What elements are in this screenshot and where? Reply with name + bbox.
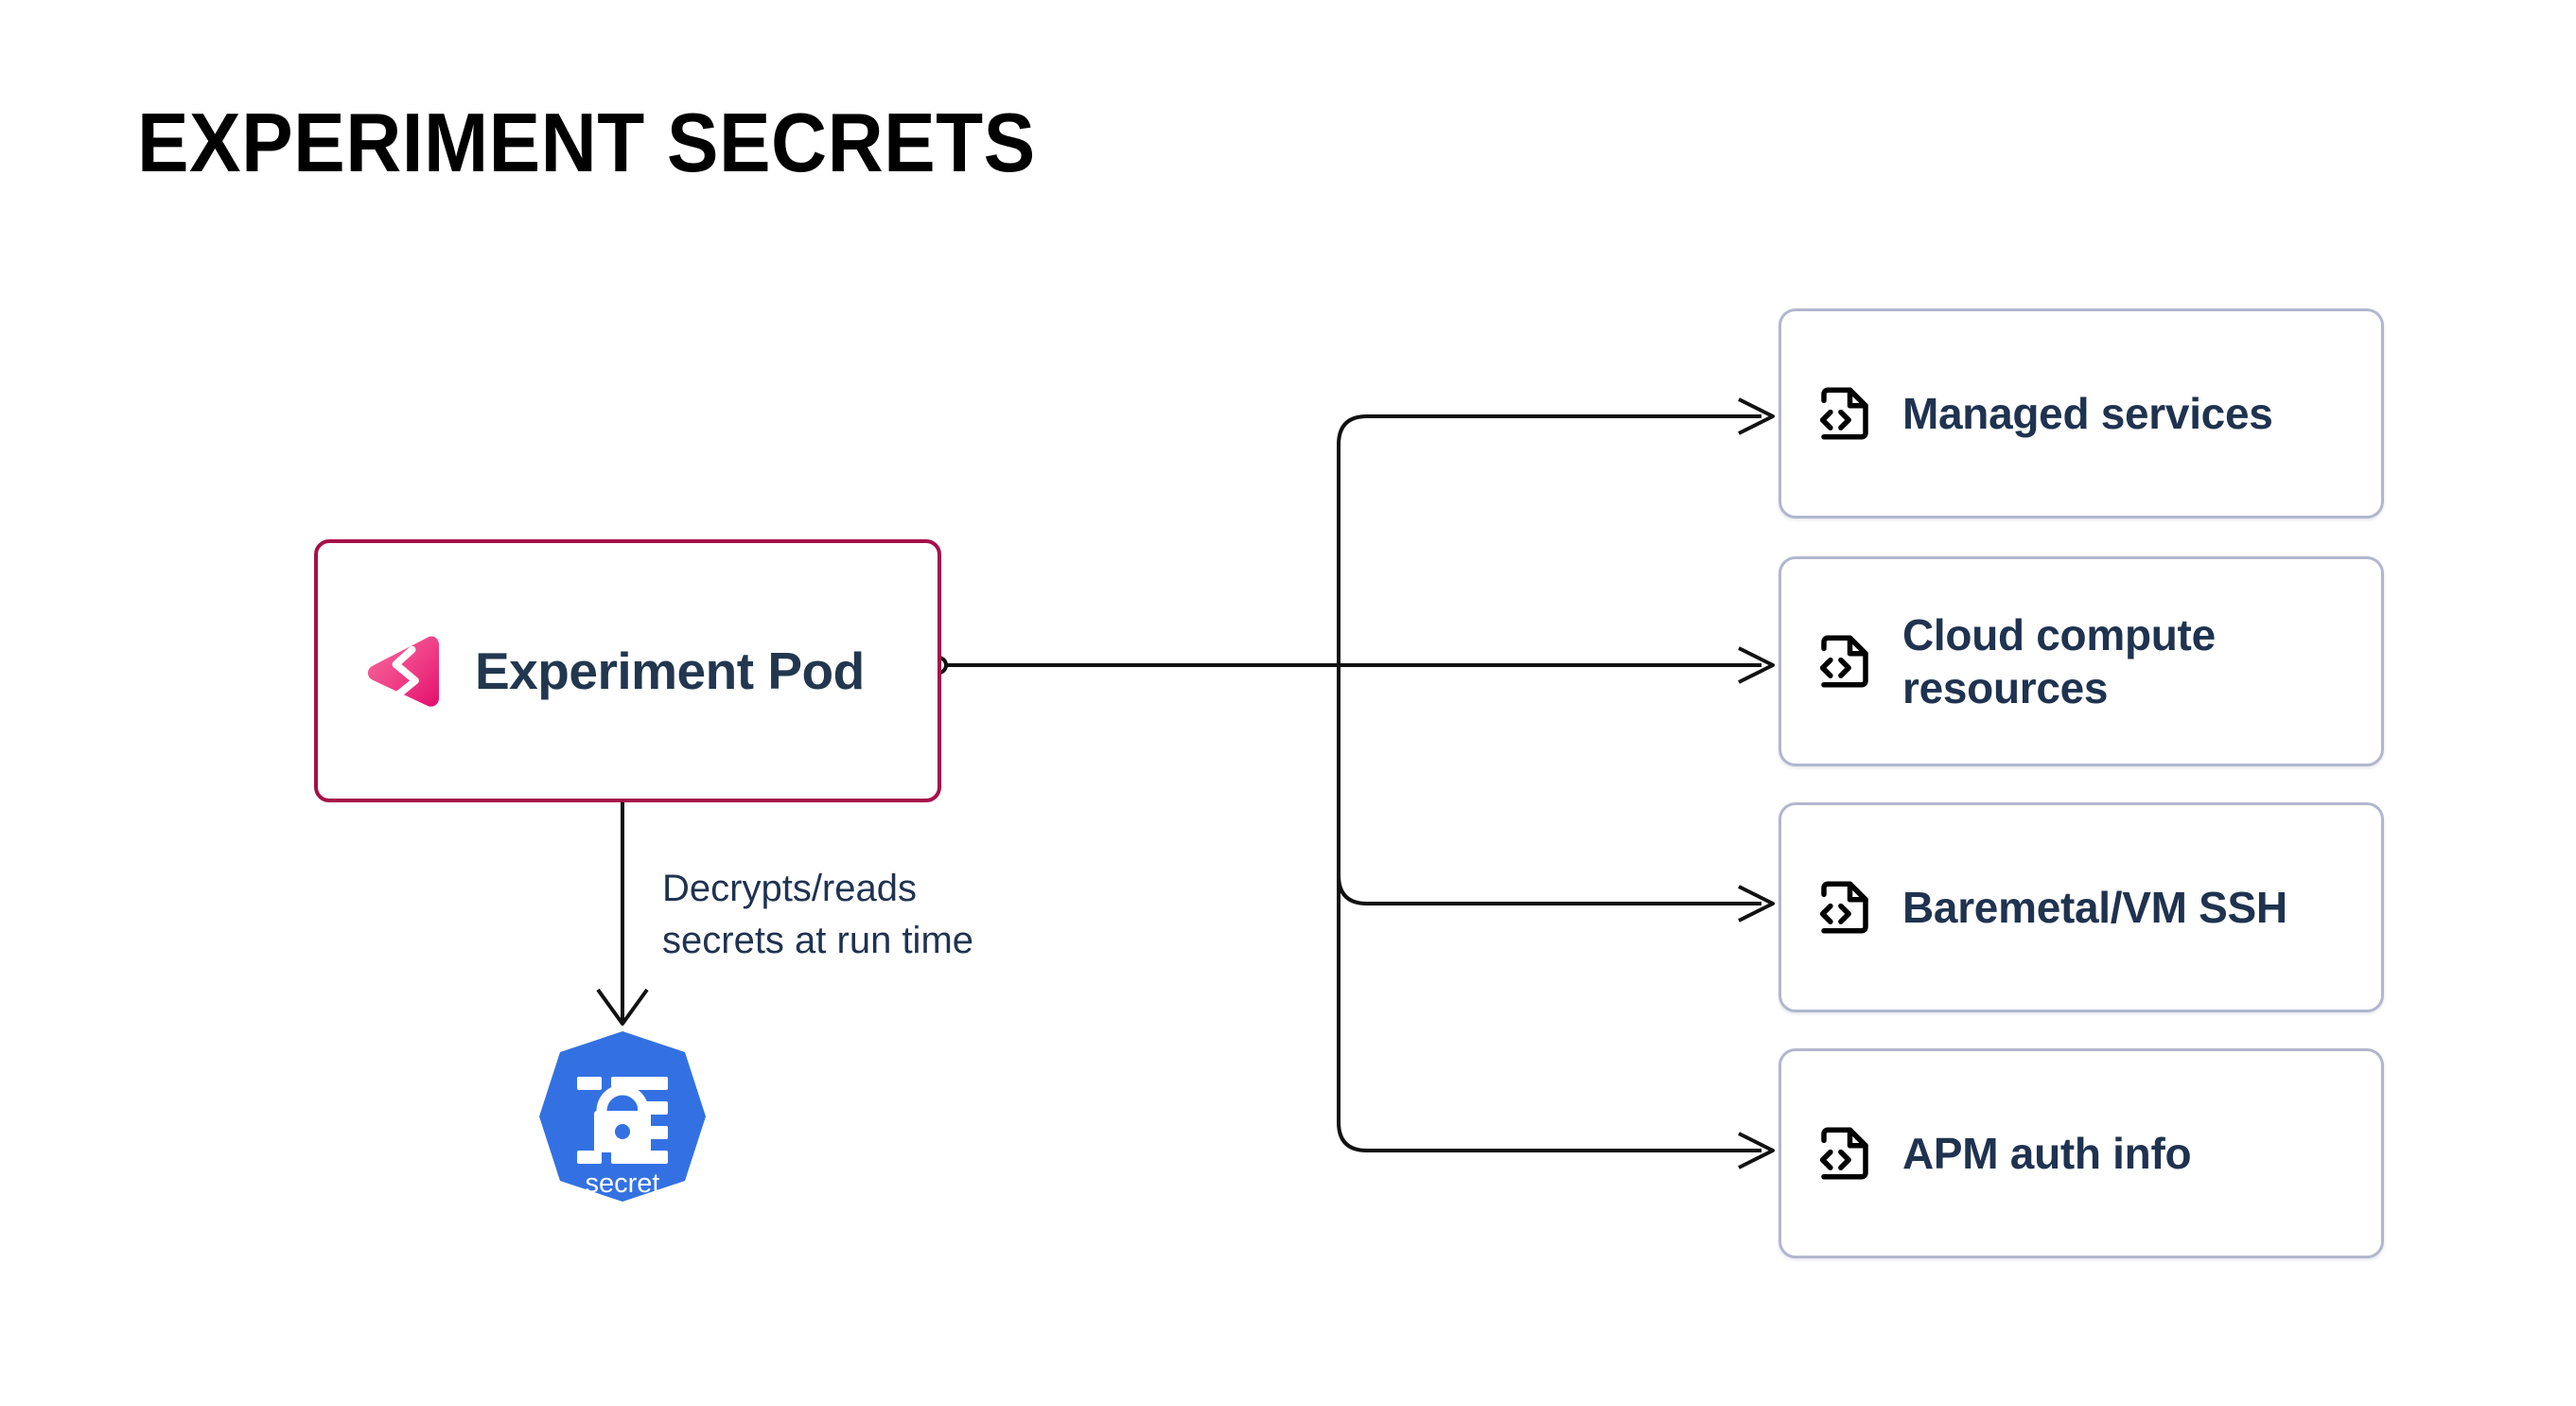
code-file-icon <box>1819 635 1868 688</box>
code-file-icon <box>1819 881 1868 934</box>
code-file-icon <box>1819 387 1868 440</box>
experiment-pod-node[interactable]: Experiment Pod <box>314 539 941 802</box>
target-card-cloud-compute-resources[interactable]: Cloud compute resources <box>1779 556 2384 766</box>
experiment-pod-label: Experiment Pod <box>475 641 865 700</box>
edge-branch-baremetal-ssh <box>1337 874 1761 905</box>
arrowhead-managed-services <box>1738 397 1775 435</box>
arrowhead-secret <box>596 988 649 1026</box>
edge-branch-managed-services <box>1337 414 1761 446</box>
decrypt-secrets-note: Decrypts/reads secrets at run time <box>662 868 974 962</box>
arrowhead-cloud-compute <box>1738 646 1775 684</box>
target-card-apm-auth-info[interactable]: APM auth info <box>1779 1048 2384 1258</box>
svg-text:secret: secret <box>586 1169 660 1199</box>
arrowhead-apm-auth <box>1738 1132 1775 1169</box>
target-card-label: Cloud compute resources <box>1902 609 2216 712</box>
target-card-managed-services[interactable]: Managed services <box>1779 308 2384 518</box>
edge-branch-apm-auth <box>1337 1121 1761 1152</box>
litmus-chaos-logo-icon <box>367 636 439 707</box>
code-file-icon <box>1819 1127 1868 1180</box>
target-card-label: Baremetal/VM SSH <box>1902 882 2287 932</box>
target-card-baremetal-vm-ssh[interactable]: Baremetal/VM SSH <box>1779 802 2384 1012</box>
target-card-label: APM auth info <box>1902 1128 2192 1178</box>
kubernetes-secret-icon: secret <box>539 1031 706 1202</box>
target-card-label: Managed services <box>1902 388 2273 438</box>
arrowhead-baremetal-ssh <box>1738 885 1775 923</box>
kubernetes-secret-node[interactable]: secret <box>535 1029 710 1230</box>
page-title: EXPERIMENT SECRETS <box>137 96 1036 189</box>
